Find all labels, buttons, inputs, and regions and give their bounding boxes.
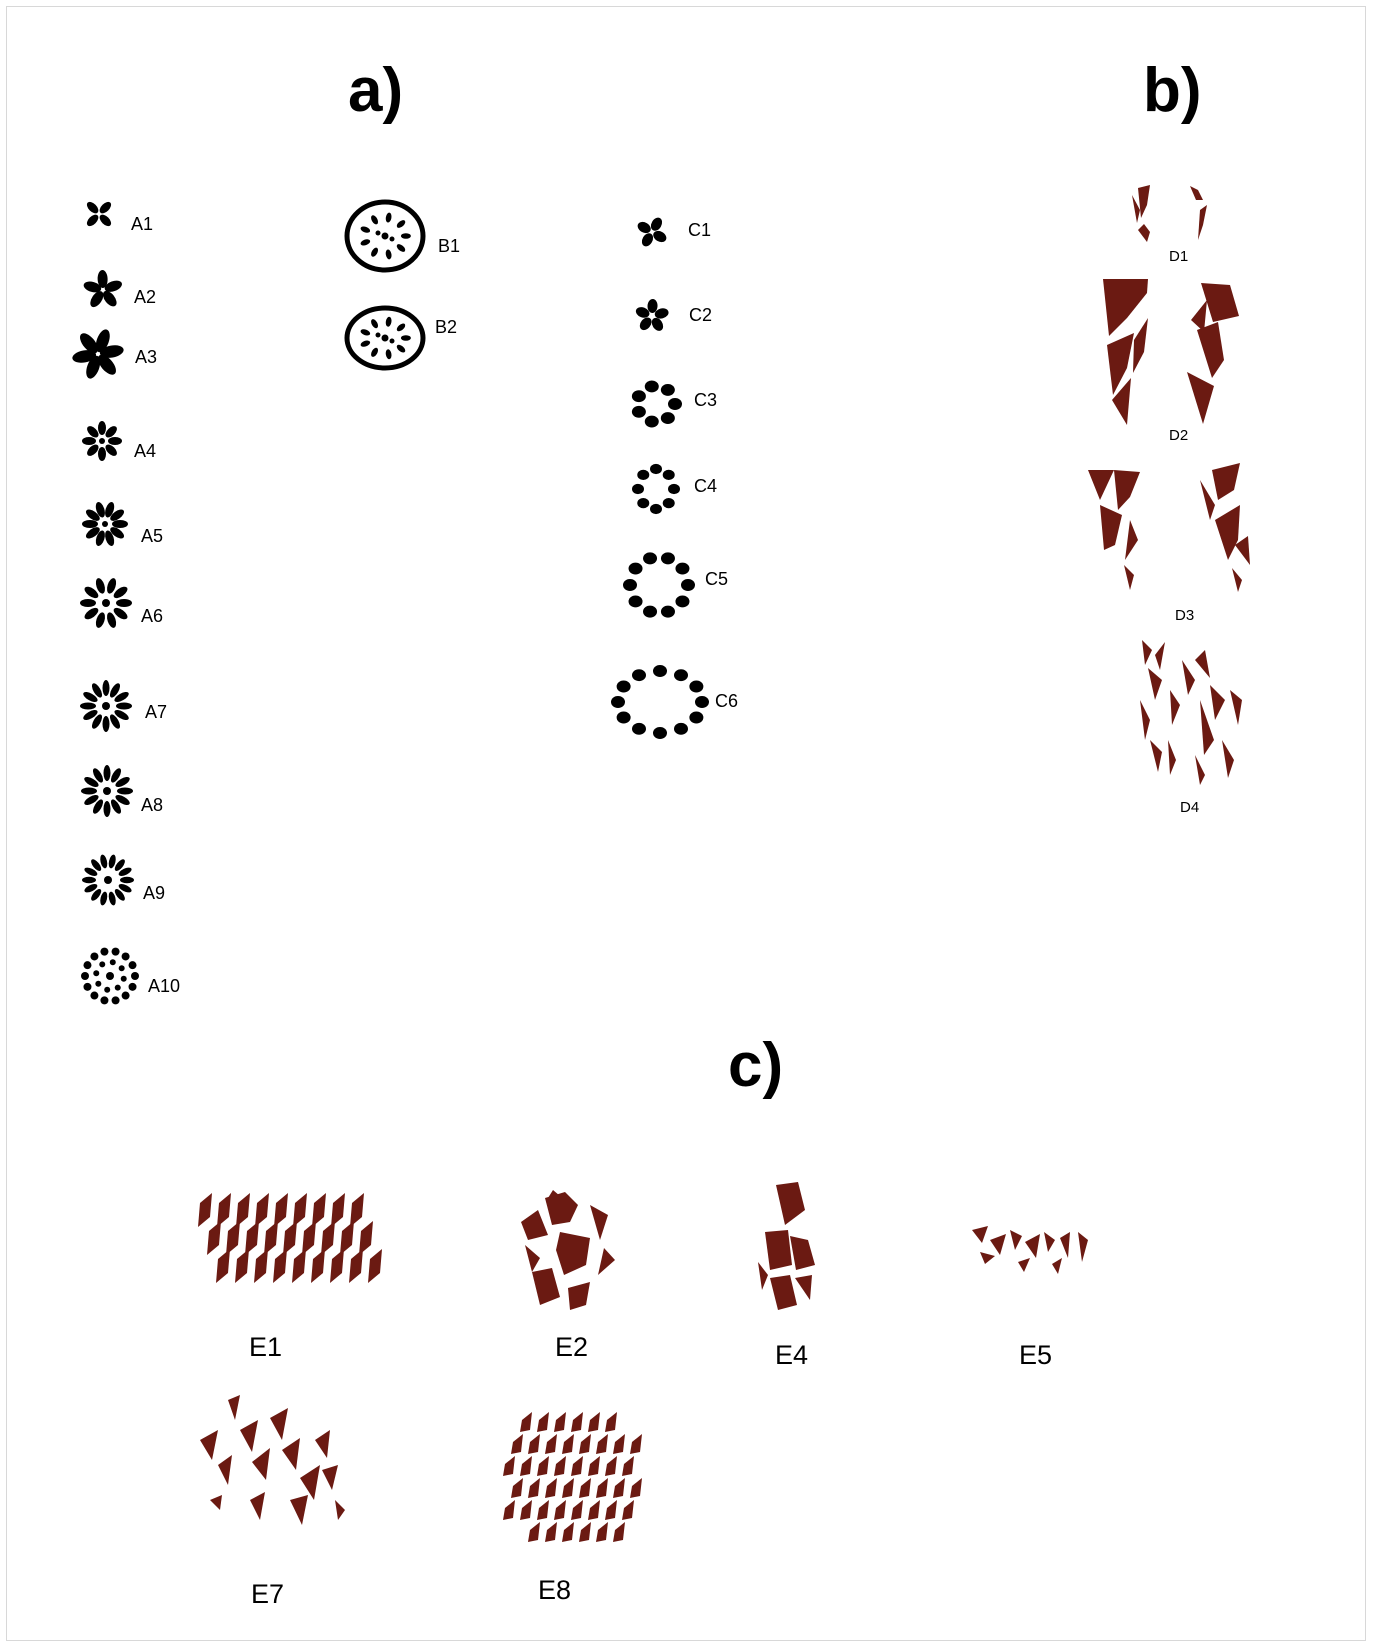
label-c1: C1 (688, 221, 711, 239)
symbol-c1 (636, 216, 669, 249)
mosaic-e4 (758, 1182, 815, 1310)
mosaic-d1 (1132, 185, 1207, 242)
label-a10: A10 (148, 977, 180, 995)
label-c5: C5 (705, 570, 728, 588)
label-a9: A9 (143, 884, 165, 902)
mosaic-d3 (1088, 463, 1250, 592)
label-d3: D3 (1175, 608, 1194, 623)
symbol-c3 (632, 381, 682, 428)
mosaic-d4 (1140, 640, 1242, 785)
label-a6: A6 (141, 607, 163, 625)
label-a2: A2 (134, 288, 156, 306)
mosaic-e1 (198, 1193, 382, 1283)
label-e4: E4 (775, 1342, 808, 1369)
symbol-a9 (82, 854, 134, 906)
symbol-c5 (623, 552, 695, 617)
label-a4: A4 (134, 442, 156, 460)
symbol-c4 (632, 464, 680, 514)
symbol-a6 (80, 577, 132, 629)
label-e1: E1 (249, 1334, 282, 1361)
label-c4: C4 (694, 477, 717, 495)
symbol-b1 (347, 202, 423, 270)
symbol-b2 (347, 308, 423, 368)
symbol-a2 (82, 270, 123, 310)
symbol-c6 (611, 665, 709, 739)
label-c2: C2 (689, 306, 712, 324)
symbol-a10 (81, 948, 139, 1005)
symbol-a8 (81, 765, 133, 817)
label-e7: E7 (251, 1581, 284, 1608)
label-b2: B2 (435, 318, 457, 336)
label-e8: E8 (538, 1577, 571, 1604)
label-e2: E2 (555, 1334, 588, 1361)
symbol-c2 (634, 299, 669, 333)
mosaic-e2 (521, 1190, 615, 1310)
label-b1: B1 (438, 237, 460, 255)
label-c6: C6 (715, 692, 738, 710)
label-d4: D4 (1180, 800, 1199, 815)
symbol-a4 (82, 421, 122, 461)
label-a1: A1 (131, 215, 153, 233)
label-d2: D2 (1169, 428, 1188, 443)
symbol-a7 (80, 680, 132, 732)
symbol-a1 (85, 200, 113, 228)
label-d1: D1 (1169, 249, 1188, 264)
symbol-a5 (82, 501, 128, 547)
label-a5: A5 (141, 527, 163, 545)
label-a3: A3 (135, 348, 157, 366)
mosaic-e7 (200, 1395, 345, 1525)
label-a7: A7 (145, 703, 167, 721)
mosaic-d2 (1103, 279, 1239, 425)
label-e5: E5 (1019, 1342, 1052, 1369)
mosaic-e8 (503, 1412, 642, 1542)
label-c3: C3 (694, 391, 717, 409)
symbol-a3 (71, 328, 124, 381)
label-a8: A8 (141, 796, 163, 814)
mosaic-e5 (972, 1226, 1088, 1274)
